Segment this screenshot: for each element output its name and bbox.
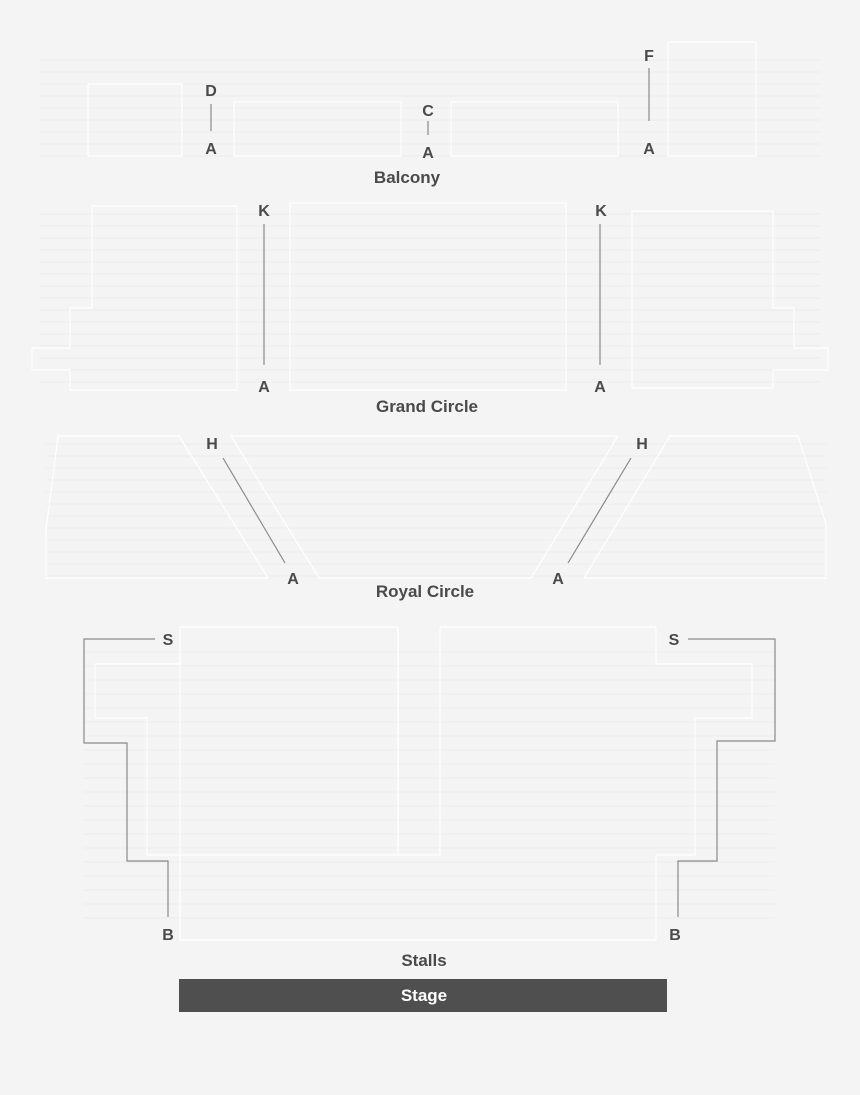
balcony-left-bottom-row: A (205, 141, 217, 158)
royal-circle-label: Royal Circle (376, 582, 474, 601)
royal-circle-right-row-guide (567, 457, 632, 564)
balcony-label: Balcony (374, 168, 441, 187)
royal-circle-right-bottom-row: A (552, 571, 564, 588)
grand-circle-right-bottom-row: A (594, 379, 606, 396)
balcony-right-bottom-row: A (643, 141, 655, 158)
stalls-left-bottom-row: B (162, 927, 174, 944)
stalls-left-row-guide (83, 638, 169, 917)
stalls-right-top-row: S (669, 632, 680, 649)
royal-circle-right-top-row: H (636, 436, 648, 453)
stalls-block-left-outline (179, 626, 399, 941)
grand-circle-left-bottom-row: A (258, 379, 270, 396)
balcony-section: D A C A F A Balcony (87, 41, 757, 187)
grand-circle-left-top-row: K (258, 203, 270, 220)
royal-circle-block-right[interactable] (582, 435, 827, 579)
balcony-block-center-left[interactable] (233, 101, 402, 157)
grand-circle-block-right[interactable] (631, 210, 829, 389)
royal-circle-block-center[interactable] (229, 435, 620, 579)
stage: Stage (179, 979, 667, 1012)
grand-circle-section: K A K A Grand Circle (31, 202, 829, 416)
royal-circle-section: H A H A Royal Circle (45, 435, 827, 601)
royal-circle-left-row-guide (222, 457, 286, 564)
balcony-block-right[interactable] (667, 41, 757, 157)
grand-circle-label: Grand Circle (376, 397, 478, 416)
royal-circle-block-left[interactable] (45, 435, 270, 579)
balcony-block-left[interactable] (87, 83, 183, 157)
grand-circle-right-top-row: K (595, 203, 607, 220)
stalls-right-row-guide (677, 638, 776, 917)
stalls-label: Stalls (401, 951, 446, 970)
balcony-left-top-row: D (205, 83, 217, 100)
balcony-center-bottom-row: A (422, 145, 434, 162)
royal-circle-left-bottom-row: A (287, 571, 299, 588)
stalls-block[interactable] (94, 626, 753, 941)
stage-bar (179, 979, 667, 1012)
balcony-right-top-row: F (644, 48, 654, 65)
stage-label: Stage (401, 986, 447, 1005)
grand-circle-block-left[interactable] (31, 205, 238, 391)
royal-circle-left-top-row: H (206, 436, 218, 453)
row-lines (40, 59, 826, 919)
balcony-center-top-row: C (422, 103, 434, 120)
stalls-left-top-row: S (163, 632, 174, 649)
stalls-section: S B S B Stalls (83, 626, 776, 970)
grand-circle-block-center[interactable] (289, 202, 567, 391)
stalls-right-bottom-row: B (669, 927, 681, 944)
balcony-block-center-right[interactable] (450, 101, 619, 157)
